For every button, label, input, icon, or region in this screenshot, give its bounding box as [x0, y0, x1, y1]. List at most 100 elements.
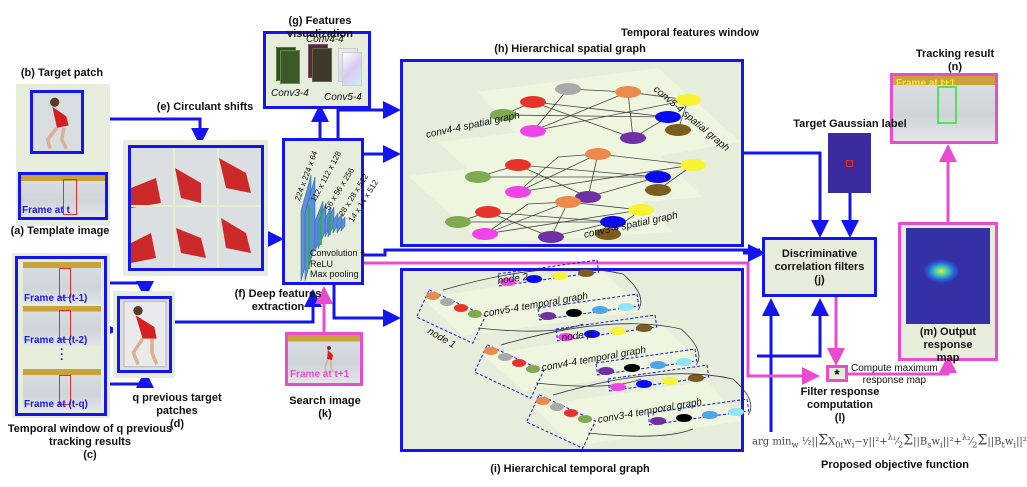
spatial-node — [645, 184, 671, 196]
cnn-legend-pool: Max pooling — [310, 269, 359, 279]
spatial-node — [585, 148, 611, 160]
previous-patches-stack — [117, 296, 172, 373]
spatial-edge — [487, 211, 614, 223]
temporal-window-label: Temporal window of q previous tracking r… — [0, 423, 180, 462]
temporal-node — [512, 359, 526, 367]
dcf-line2: correlation filters — [774, 261, 865, 273]
spatial-node — [520, 125, 546, 137]
compute-max-line2: response map — [862, 375, 927, 386]
gaussian-label-text: Target Gaussian label — [793, 118, 907, 130]
spatial-graph-drawing — [408, 68, 741, 244]
spatial-node — [665, 124, 691, 136]
search-image: Frame at t+1 — [285, 332, 363, 386]
tracking-result-image: Frame at t+1 — [890, 73, 998, 144]
spatial-node — [655, 111, 681, 123]
temporal-node — [484, 347, 498, 355]
spatial-node — [680, 159, 706, 171]
temporal-node — [564, 409, 578, 417]
spatial-edge — [517, 164, 694, 193]
temporal-node — [610, 383, 626, 391]
spatial-edge — [487, 211, 552, 238]
filter-response-label: Filter response computation (l) — [790, 386, 890, 425]
deep-features-line1: (f) Deep features — [234, 288, 322, 300]
spatial-node — [645, 171, 671, 183]
temporal-node — [536, 397, 550, 405]
dcf-line1: Discriminative — [781, 248, 858, 260]
template-image-label: (a) Template image — [10, 225, 110, 237]
arrow-temporal-to-dcf — [757, 298, 829, 358]
spatial-edge — [532, 88, 569, 132]
compute-max-line1: Compute maximum — [851, 363, 938, 374]
frame-t-minus-2 — [23, 306, 101, 346]
spatial-node — [555, 196, 581, 208]
temporal-node — [624, 364, 640, 372]
spatial-edge — [517, 156, 559, 193]
gaussian-peak-marker — [846, 160, 853, 167]
output-response-panel: (m) Output response map — [898, 222, 998, 364]
arrow-cnn-to-spatial — [336, 101, 401, 140]
node-group-box — [525, 394, 597, 449]
shifted-patches — [131, 148, 261, 268]
search-image-text: Search image — [289, 395, 361, 407]
filter-response-line2: computation — [807, 399, 873, 411]
frame-t-minus-q-label: Frame at (t-q) — [24, 399, 88, 410]
spatial-node — [505, 186, 531, 198]
spatial-node — [595, 228, 621, 240]
dcf-label: Discriminative correlation filters (j) — [765, 248, 874, 287]
temporal-graph-panel: node 2 node 1 node p conv5-4 temporal gr… — [400, 259, 752, 452]
tracking-bbox — [937, 86, 957, 124]
compute-max-label: Compute maximum response map — [851, 363, 938, 387]
spatial-edge — [517, 153, 599, 193]
spatial-node — [628, 204, 654, 216]
frame-t-minus-q — [23, 369, 101, 411]
temporal-node — [550, 403, 564, 411]
search-image-label: Search image (k) — [275, 395, 375, 421]
frame-t-minus-1 — [23, 262, 101, 304]
response-heatmap — [906, 228, 990, 324]
temporal-node — [578, 415, 592, 423]
features-visualization-panel: Conv4-4 Conv3-4 Conv5-4 — [263, 31, 371, 109]
conv4-feature-map-2 — [312, 48, 332, 82]
filter-response-line1: Filter response — [800, 386, 880, 398]
conv4-label: Conv4-4 — [306, 34, 344, 45]
spatial-node — [538, 231, 564, 243]
target-patch-label: (b) Target patch — [20, 67, 104, 79]
temporal-node — [662, 377, 678, 385]
spatial-node — [475, 206, 501, 218]
conv3-feature-map-2 — [280, 50, 300, 84]
temporal-node — [566, 309, 582, 317]
objective-formula: arg minw ½||ΣX0iwi−y||²+λ₁⁄2Σ||Bswi||²+λ… — [752, 432, 1027, 450]
temporal-node — [578, 269, 594, 277]
result-frame-label: Frame at t+1 — [896, 78, 956, 89]
previous-patches-label: q previous target patches (d) — [112, 392, 242, 431]
template-image: Frame at t — [18, 172, 108, 220]
temporal-node — [728, 408, 744, 416]
temporal-node — [688, 374, 704, 382]
cnn-legend-relu: ReLU — [310, 259, 334, 269]
tracking-result-id: (n) — [947, 61, 963, 73]
spatial-node — [620, 132, 646, 144]
temporal-graph-title: (i) Hierarchical temporal graph — [490, 463, 650, 475]
deep-features-label: (f) Deep features extraction — [228, 288, 328, 314]
tracking-result-text: Tracking result — [915, 48, 995, 60]
spatial-edge — [587, 153, 599, 198]
temporal-node — [552, 272, 568, 280]
temporal-node — [618, 303, 634, 311]
spatial-node — [555, 83, 581, 95]
spatial-edge — [627, 91, 634, 139]
arrow-spatial-to-dcf — [743, 151, 829, 238]
skater-figure-stack — [123, 300, 167, 368]
deep-features-line2: extraction — [251, 301, 305, 313]
temporal-node — [454, 304, 468, 312]
temporal-node — [676, 414, 692, 422]
objective-label: Proposed objective function — [821, 459, 969, 471]
spatial-graph-panel: conv5-4 spatial graph conv4-4 spatial gr… — [400, 59, 744, 247]
spatial-node — [445, 216, 471, 228]
temporal-node — [610, 327, 626, 335]
previous-patches-id: (d) — [169, 418, 185, 430]
spatial-edge — [532, 101, 634, 139]
conv5-feature-map-2 — [342, 52, 362, 86]
temporal-window-line1: Temporal window of q previous — [7, 423, 173, 435]
spatial-graph-title: (h) Hierarchical spatial graph — [494, 43, 646, 55]
temporal-node — [702, 411, 718, 419]
